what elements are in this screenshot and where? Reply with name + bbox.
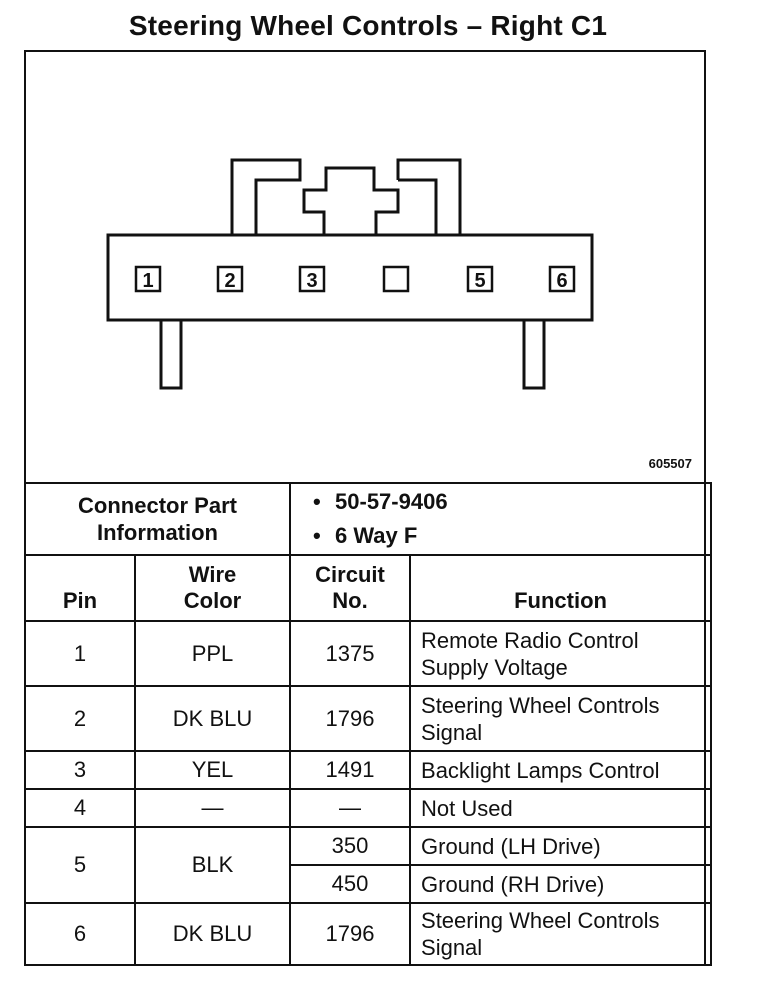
pin-number-label: 5 [474,270,485,292]
function-cell: Steering Wheel Controls Signal [409,902,713,966]
pin-cell: 4 [24,788,136,828]
table-row: 4 — — Not Used [24,788,713,828]
wire-color-cell: — [133,788,292,828]
connector-info-row: Connector Part Information 50-57-9406 6 … [23,482,713,556]
pin-cavity-3 [298,265,326,293]
function-cell: Not Used [409,788,713,828]
function-line1: Remote Radio Control [421,627,639,653]
wire-color-cell: YEL [133,750,292,790]
pin-number-label: 3 [306,270,317,292]
page-title: Steering Wheel Controls – Right C1 [128,10,608,41]
pin-cavity-2 [216,265,244,293]
function-cell: Steering Wheel Controls Signal [409,685,713,752]
pin-cavity-4 [382,265,410,293]
function-cell: Ground (RH Drive) [409,864,713,904]
latch-right-outline [396,158,462,237]
pin-number-label: 1 [142,270,153,292]
header-circuit-line2: No. [332,588,368,613]
pin-cell: 3 [24,750,136,790]
header-function: Function [409,554,713,622]
table-header-row: Pin Wire Color Circuit No. Function [24,554,713,622]
connector-type: 6 Way F [313,519,702,553]
header-pin: Pin [24,554,136,622]
circuit-cell: 1796 [289,902,412,966]
pinout-table: Connector Part Information 50-57-9406 6 … [23,482,713,966]
wire-color-cell: BLK [133,826,292,904]
pin-number-label: 2 [224,270,235,292]
header-wire-line1: Wire [188,562,237,587]
leg-left [159,320,183,390]
function-line2: Signal [421,935,483,960]
key-center-outline [302,166,400,235]
function-cell: Ground (LH Drive) [409,826,713,866]
header-circuit-line1: Circuit [315,562,385,587]
circuit-cell: 1375 [289,620,412,687]
circuit-cell: 1796 [289,685,412,752]
connector-drawing: 1 2 3 5 6 [106,158,594,390]
connector-info-label-line1: Connector Part [78,493,237,518]
connector-part-number: 50-57-9406 [313,485,702,519]
table-row: 5 BLK 350 Ground (LH Drive) [24,826,713,904]
table-row: 2 DK BLU 1796 Steering Wheel Controls Si… [24,685,713,752]
header-circuit-no: Circuit No. [289,554,412,622]
pin-cell: 6 [24,902,136,966]
connector-info-label: Connector Part Information [23,482,292,556]
wire-color-cell: DK BLU [133,685,292,752]
connector-info-label-line2: Information [97,520,218,545]
connector-info-values: 50-57-9406 6 Way F [289,482,713,556]
pin-number-label: 6 [556,270,567,292]
pin-cell: 1 [24,620,136,687]
table-row: 3 YEL 1491 Backlight Lamps Control [24,750,713,790]
header-wire-line2: Color [183,588,242,613]
table-row: 450 Ground (RH Drive) [25,864,713,904]
circuit-cell: 1491 [289,750,412,790]
function-line2: Supply Voltage [421,654,568,680]
wire-color-cell: DK BLU [133,902,292,966]
pin-cavity-6 [548,265,576,293]
table-row: 6 DK BLU 1796 Steering Wheel Controls Si… [24,902,713,966]
function-cell: Backlight Lamps Control [409,750,713,790]
leg-right [522,320,546,390]
pin-cell: 2 [24,685,136,752]
figure-number: 605507 [648,456,692,471]
function-line1: Steering Wheel Controls [421,692,660,718]
pin-cavity-1 [134,265,162,293]
connector-diagram: 1 2 3 5 6 605507 [24,50,706,482]
table-row: 1 PPL 1375 Remote Radio Control Supply V… [24,620,713,687]
header-wire-color: Wire Color [133,554,292,622]
circuit-cell: 350 [289,826,412,866]
latch-left-outline [230,158,302,235]
pin-cavity-5 [466,265,494,293]
connector-body [106,233,594,322]
function-line2: Signal [421,719,483,745]
function-line1: Steering Wheel Controls [421,908,660,933]
pin-cell: 5 [24,826,136,904]
circuit-cell: — [289,788,412,828]
wire-color-cell: PPL [133,620,292,687]
circuit-cell: 450 [289,864,412,904]
function-cell: Remote Radio Control Supply Voltage [409,620,713,687]
